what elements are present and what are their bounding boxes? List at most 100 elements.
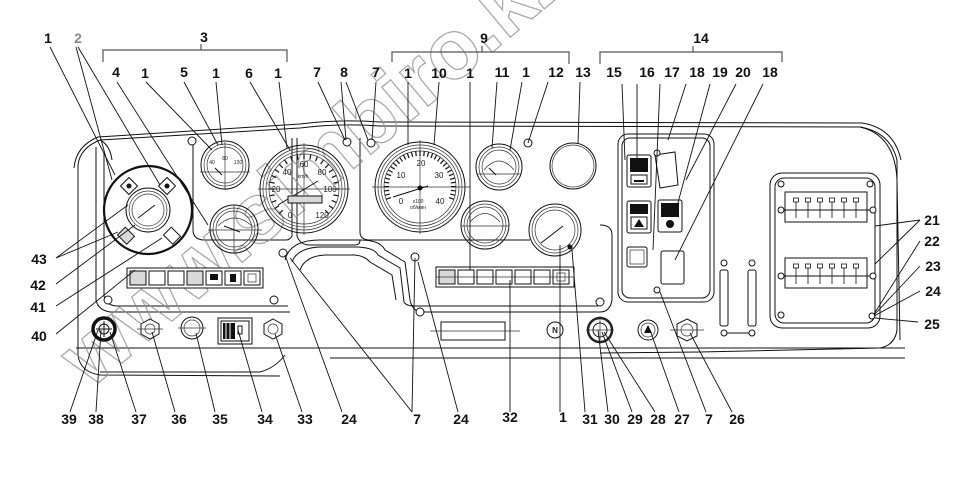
fan-icon xyxy=(666,220,674,228)
warning-lights-left xyxy=(127,268,263,288)
callout-28: 28 xyxy=(650,411,666,427)
leader-line xyxy=(668,84,686,140)
gauge-tick-mark xyxy=(388,170,392,172)
lamp-icon xyxy=(244,271,260,285)
callout-24: 24 xyxy=(341,411,357,427)
callout-24: 24 xyxy=(453,411,469,427)
callout-1: 1 xyxy=(559,409,567,425)
odometer-display xyxy=(288,196,322,203)
lamp-icon xyxy=(168,271,184,285)
callout-16: 16 xyxy=(639,64,655,80)
fuse-icon xyxy=(806,264,811,268)
callout-33: 33 xyxy=(297,411,313,427)
callout-26: 26 xyxy=(729,411,745,427)
callout-8: 8 xyxy=(340,64,348,80)
callout-37: 37 xyxy=(131,411,147,427)
gauge-tick-mark xyxy=(443,163,447,166)
leader-line xyxy=(572,250,585,412)
leader-line xyxy=(650,330,679,412)
lamp-icon xyxy=(149,271,165,285)
screw-icon xyxy=(778,273,784,279)
speedo-tick-40: 40 xyxy=(283,168,292,177)
gauge-tick-mark xyxy=(450,178,455,179)
screw-icon xyxy=(367,139,375,147)
fuse-icon xyxy=(842,198,847,202)
screw-icon xyxy=(867,181,873,187)
fuse-block-lower xyxy=(785,258,867,288)
callout-15: 15 xyxy=(606,64,622,80)
callout-30: 30 xyxy=(604,411,620,427)
callout-39: 39 xyxy=(61,411,77,427)
callout-18: 18 xyxy=(689,64,705,80)
screw-icon xyxy=(416,308,424,316)
callout-1: 1 xyxy=(522,64,530,80)
gauge-tick-mark xyxy=(386,198,391,200)
speedo-tick-120: 120 xyxy=(315,211,329,220)
callout-1: 1 xyxy=(466,65,474,81)
gauge-tick-mark xyxy=(400,157,403,161)
leader-line xyxy=(604,332,655,412)
fuse-box xyxy=(778,181,876,319)
callout-34: 34 xyxy=(257,411,273,427)
callout-10: 10 xyxy=(431,65,447,81)
screw-icon xyxy=(596,298,604,306)
tacho-tick-0: 0 xyxy=(399,197,404,206)
gauge-tick-mark xyxy=(438,157,441,161)
callout-11: 11 xyxy=(495,64,510,80)
switch-blank-17 xyxy=(655,152,678,188)
gauge-tick-mark xyxy=(451,190,456,191)
fuse-icon xyxy=(854,264,859,268)
gauge-tick-mark xyxy=(393,163,397,166)
leader-line xyxy=(528,82,548,143)
callout-1: 1 xyxy=(404,65,412,81)
screw-icon xyxy=(778,181,784,187)
screw-icon xyxy=(778,312,784,318)
levers xyxy=(720,260,756,336)
tacho-tick-10: 10 xyxy=(397,171,406,180)
callout-20: 20 xyxy=(735,64,751,80)
tacho-tick-30: 30 xyxy=(435,171,444,180)
gauge-tick-mark xyxy=(431,153,433,158)
callout-1: 1 xyxy=(274,65,282,81)
leader-line xyxy=(184,82,218,145)
screw-icon xyxy=(778,207,784,213)
warning-lights-center xyxy=(436,267,574,287)
gauge-tick-mark xyxy=(391,166,395,169)
callout-1: 1 xyxy=(44,30,52,46)
leader-line xyxy=(492,82,497,148)
callout-6: 6 xyxy=(245,65,253,81)
gauge-tick-mark xyxy=(386,174,391,176)
lamp-icon xyxy=(187,271,203,285)
gauge-tick-mark xyxy=(447,170,451,172)
screw-icon xyxy=(270,296,278,304)
leader-line xyxy=(690,333,732,412)
tacho-tick-40: 40 xyxy=(436,197,445,206)
callout-29: 29 xyxy=(627,411,643,427)
fuse-icon xyxy=(818,264,823,268)
gauge-tick-mark xyxy=(407,153,409,158)
lamp-icon xyxy=(130,271,146,285)
knob-33 xyxy=(264,319,282,339)
leader-line xyxy=(675,84,763,260)
callout-13: 13 xyxy=(575,64,591,80)
callout-36: 36 xyxy=(171,411,187,427)
speedo-tick-100: 100 xyxy=(323,185,337,194)
callout-22: 22 xyxy=(924,233,940,249)
gauge-tick-mark xyxy=(384,190,389,191)
screw-icon xyxy=(188,137,196,145)
gauge-tick-mark xyxy=(416,151,417,156)
callout-2: 2 xyxy=(74,30,82,46)
fuse-icon xyxy=(830,198,835,202)
gauge-tick-label: 120 xyxy=(234,160,243,166)
screw-icon xyxy=(870,207,876,213)
fuse-icon xyxy=(794,264,799,268)
fuse-icon xyxy=(794,198,799,202)
callout-40: 40 xyxy=(31,328,47,344)
fuse-icon xyxy=(854,198,859,202)
gauge-tick-mark xyxy=(449,174,454,176)
callout-38: 38 xyxy=(88,411,104,427)
gauge-blank-13 xyxy=(550,143,596,189)
speedo-tick-80: 80 xyxy=(318,168,327,177)
leader-line xyxy=(275,334,302,412)
